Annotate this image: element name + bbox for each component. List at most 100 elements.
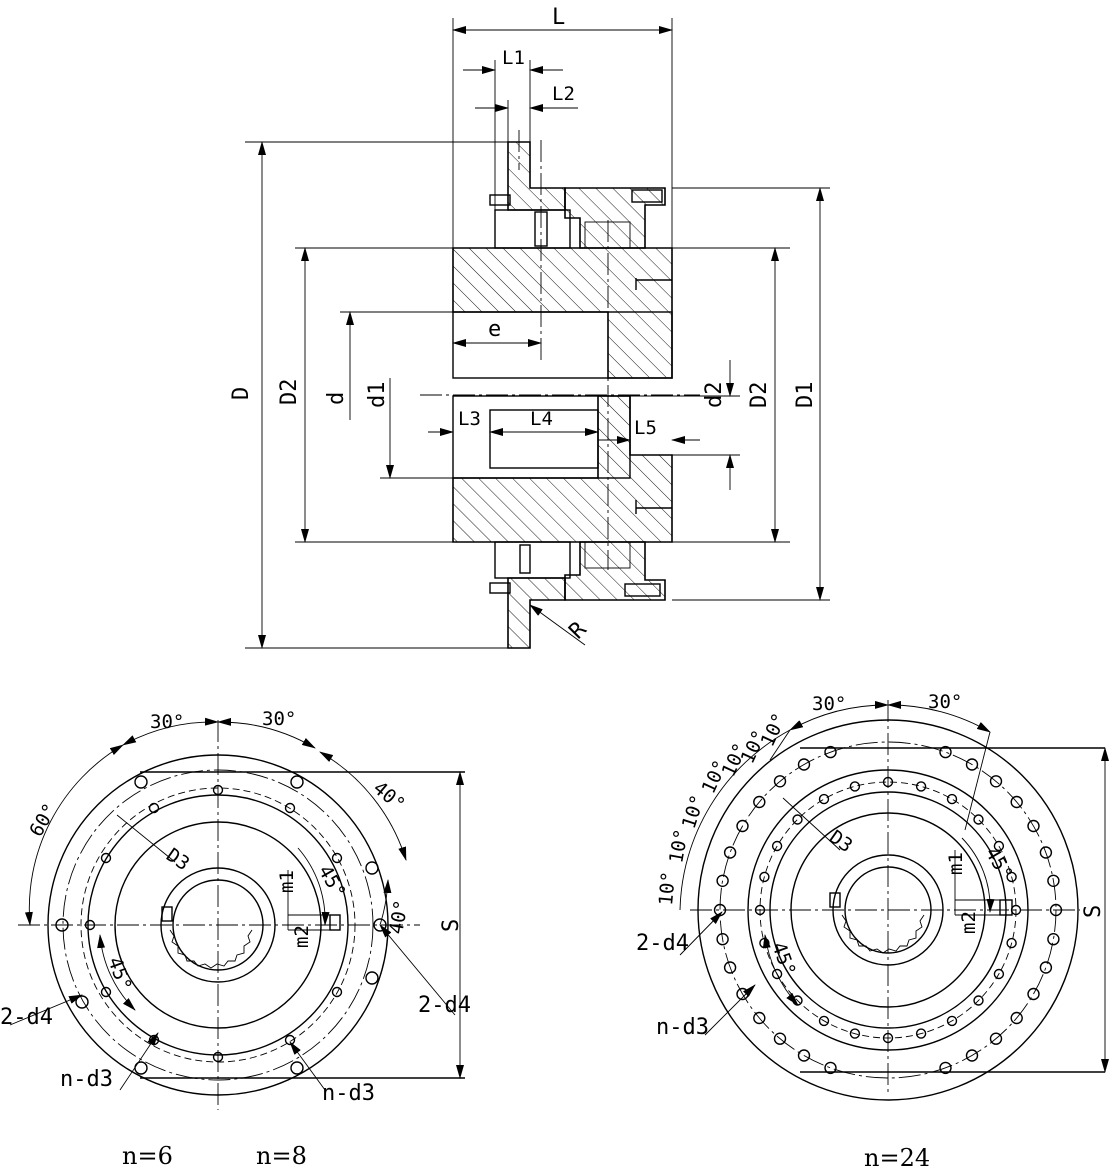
dim-D: D: [229, 387, 254, 400]
r-angle-30-right: 30°: [928, 691, 962, 713]
bolt-hole: [849, 1028, 861, 1039]
bolt-lower-left: [519, 544, 531, 574]
bolt-hole: [849, 781, 861, 792]
r-label-D3: D3: [825, 826, 856, 857]
label-D3: D3: [162, 844, 193, 875]
flange-plate-upper: [507, 141, 566, 211]
bolt-hole: [965, 758, 979, 771]
r-label-m2: m2: [958, 911, 980, 934]
bolt-hole: [1006, 937, 1017, 949]
retainer-upper: [494, 209, 571, 249]
dim-L4: L4: [530, 408, 553, 430]
bolt-hole: [939, 745, 952, 759]
roller-upper: [584, 221, 631, 249]
bolt-hole: [716, 933, 729, 946]
bolt-hole: [771, 840, 783, 852]
dim-d1: d1: [365, 382, 390, 409]
outer-hole-ring: [713, 745, 1063, 1075]
count-n6: n=6: [122, 1142, 173, 1170]
bolt-hole: [882, 776, 894, 788]
bolt-hole: [797, 758, 811, 771]
r-label-2d4: 2-d4: [636, 931, 689, 956]
bolt-hole: [1006, 871, 1017, 883]
dim-L5: L5: [634, 417, 657, 439]
bolt-lower-right: [624, 583, 661, 597]
bolt-hole: [1049, 903, 1063, 917]
section-view: L L1 L2 D D2 d d1 e L3 L4 L5 d2 D2 D1 R: [229, 5, 830, 649]
dim-L: L: [552, 5, 565, 30]
roller-lower: [584, 541, 631, 569]
bolt-hole: [973, 995, 984, 1006]
bolt-hole: [754, 904, 766, 916]
bolt-hole: [1010, 1011, 1023, 1025]
bolt-hole: [773, 1032, 787, 1045]
bolt-hole: [818, 793, 830, 805]
bolt-hole: [723, 846, 737, 859]
bolt-hole: [946, 793, 958, 805]
flange-plate-lower: [507, 577, 566, 649]
dim-R: R: [565, 617, 593, 645]
bolt-hole: [723, 961, 737, 974]
bolt-hole: [993, 840, 1005, 852]
bolt-hole: [759, 871, 770, 883]
label-2d4-left: 2-d4: [0, 1005, 53, 1030]
r-label-m1: m1: [945, 852, 967, 875]
bolt-hole: [1047, 874, 1060, 887]
label-nd3-left: n-d3: [60, 1067, 113, 1092]
angle-60: 60°: [25, 800, 61, 841]
bolt-hole: [973, 814, 984, 825]
r-label-nd3: n-d3: [656, 1015, 709, 1040]
bolt-hole: [1010, 795, 1023, 809]
bolt-hole: [882, 1032, 894, 1044]
label-S-left: S: [439, 919, 464, 932]
bolt-hole: [915, 1028, 927, 1039]
retainer-lower: [494, 541, 571, 579]
bolt-hole: [818, 1015, 830, 1027]
count-n24: n=24: [864, 1144, 930, 1171]
bolt-hole: [792, 814, 803, 825]
dim-d2: d2: [702, 382, 727, 409]
r-angle-10-7: 10°: [655, 870, 680, 906]
bolt-flange-upper: [489, 194, 511, 206]
spline-teeth-right: [841, 914, 925, 954]
spline-inner: [489, 409, 599, 469]
bolt-hole: [989, 1032, 1003, 1045]
bolt-upper-right: [631, 189, 663, 203]
angle-40-lower: 40°: [385, 898, 413, 936]
bolt-hole: [773, 775, 787, 788]
dim-D2-right: D2: [747, 382, 772, 409]
count-n8: n=8: [256, 1142, 307, 1170]
bolt-hole: [824, 745, 837, 759]
hub-upper-section: [452, 247, 673, 379]
bolt-hole: [993, 968, 1005, 980]
r-label-S: S: [1081, 905, 1106, 918]
dim-D1: D1: [793, 382, 818, 409]
dim-L1: L1: [502, 47, 525, 69]
r-angle-10-6: 10°: [665, 827, 693, 865]
spline-teeth: [169, 929, 253, 969]
label-m2: m2: [291, 925, 313, 948]
label-m1: m1: [276, 870, 298, 893]
bolt-hole: [939, 1061, 952, 1075]
bolt-hole: [1039, 961, 1053, 974]
bolt-hole: [797, 1049, 811, 1062]
dim-L2: L2: [552, 83, 575, 105]
dim-d: d: [324, 392, 349, 405]
bolt-hole: [1047, 933, 1060, 946]
keyway: [161, 906, 173, 922]
dim-D2-left: D2: [277, 379, 302, 406]
r-angle-10-5: 10°: [678, 792, 710, 831]
bolt-hole: [946, 1015, 958, 1027]
angle-30-left: 30°: [150, 711, 184, 733]
bolt-hole: [989, 775, 1003, 788]
outer-ring-upper: [564, 187, 666, 249]
flange-view-left: 30° 30° 60° 40° 40° 45° 45° D3 m1 m2 2-d…: [0, 708, 471, 1170]
bolt-hole: [824, 1061, 837, 1075]
bolt-hole: [1027, 819, 1040, 833]
r-angle-30-left: 30°: [812, 693, 846, 715]
flange-view-right: 30° 30° 10° 10° 10° 10° 10° 10° 10° 45° …: [636, 691, 1109, 1171]
angle-40-upper: 40°: [369, 777, 409, 816]
bolt-hole: [965, 1049, 979, 1062]
bolt-hole: [915, 781, 927, 792]
